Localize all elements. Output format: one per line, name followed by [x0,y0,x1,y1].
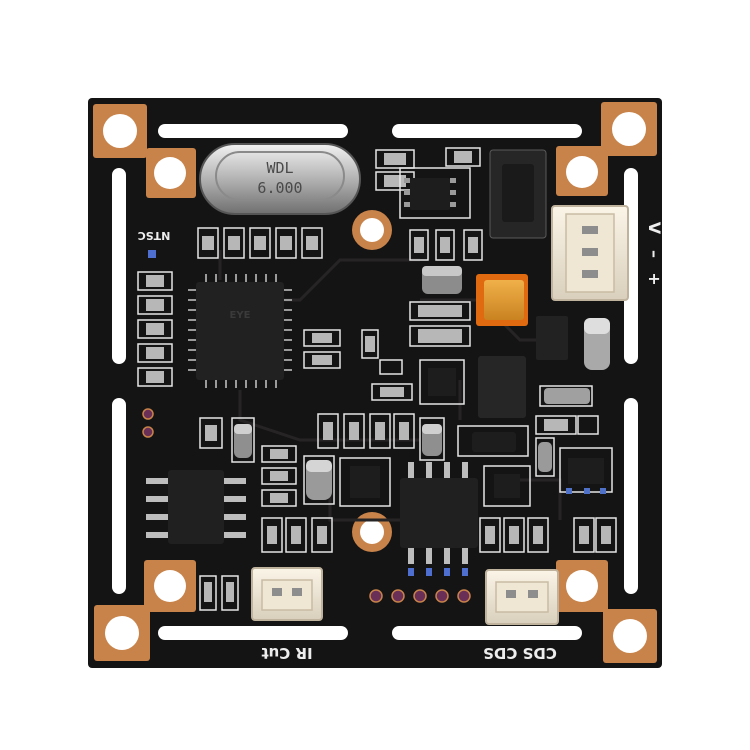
svg-text:EYE: EYE [230,310,251,321]
mounting-hole-icon [154,157,186,189]
mounting-hole-icon [566,156,598,188]
power-label-plus: + [645,272,664,285]
smd-components [137,147,617,611]
center-holes [352,210,392,552]
dsp-chip: EYE [188,274,292,388]
cds-label: CDS CDS [483,644,557,662]
ir-cut-connector [251,567,323,621]
board-slots [112,124,638,640]
mounting-hole-icon [566,570,598,602]
ir-cut-label: IR Cut [261,644,312,662]
mounting-holes [103,112,647,653]
power-label-v: V [645,222,664,235]
mounting-hole-icon [612,112,646,146]
mounting-hole-icon [103,114,137,148]
mounting-hole-icon [105,616,139,650]
ntsc-label: NTSC [138,229,171,242]
mounting-hole-icon [613,619,647,653]
crystal-label-line2: 6.000 [257,179,302,197]
crystal-label-line1: WDL [266,159,293,177]
crystal-oscillator: WDL 6.000 [199,143,361,215]
power-label-minus: – [645,250,664,258]
cds-connector [485,569,559,625]
power-connector [551,205,629,301]
mounting-hole-icon [154,570,186,602]
